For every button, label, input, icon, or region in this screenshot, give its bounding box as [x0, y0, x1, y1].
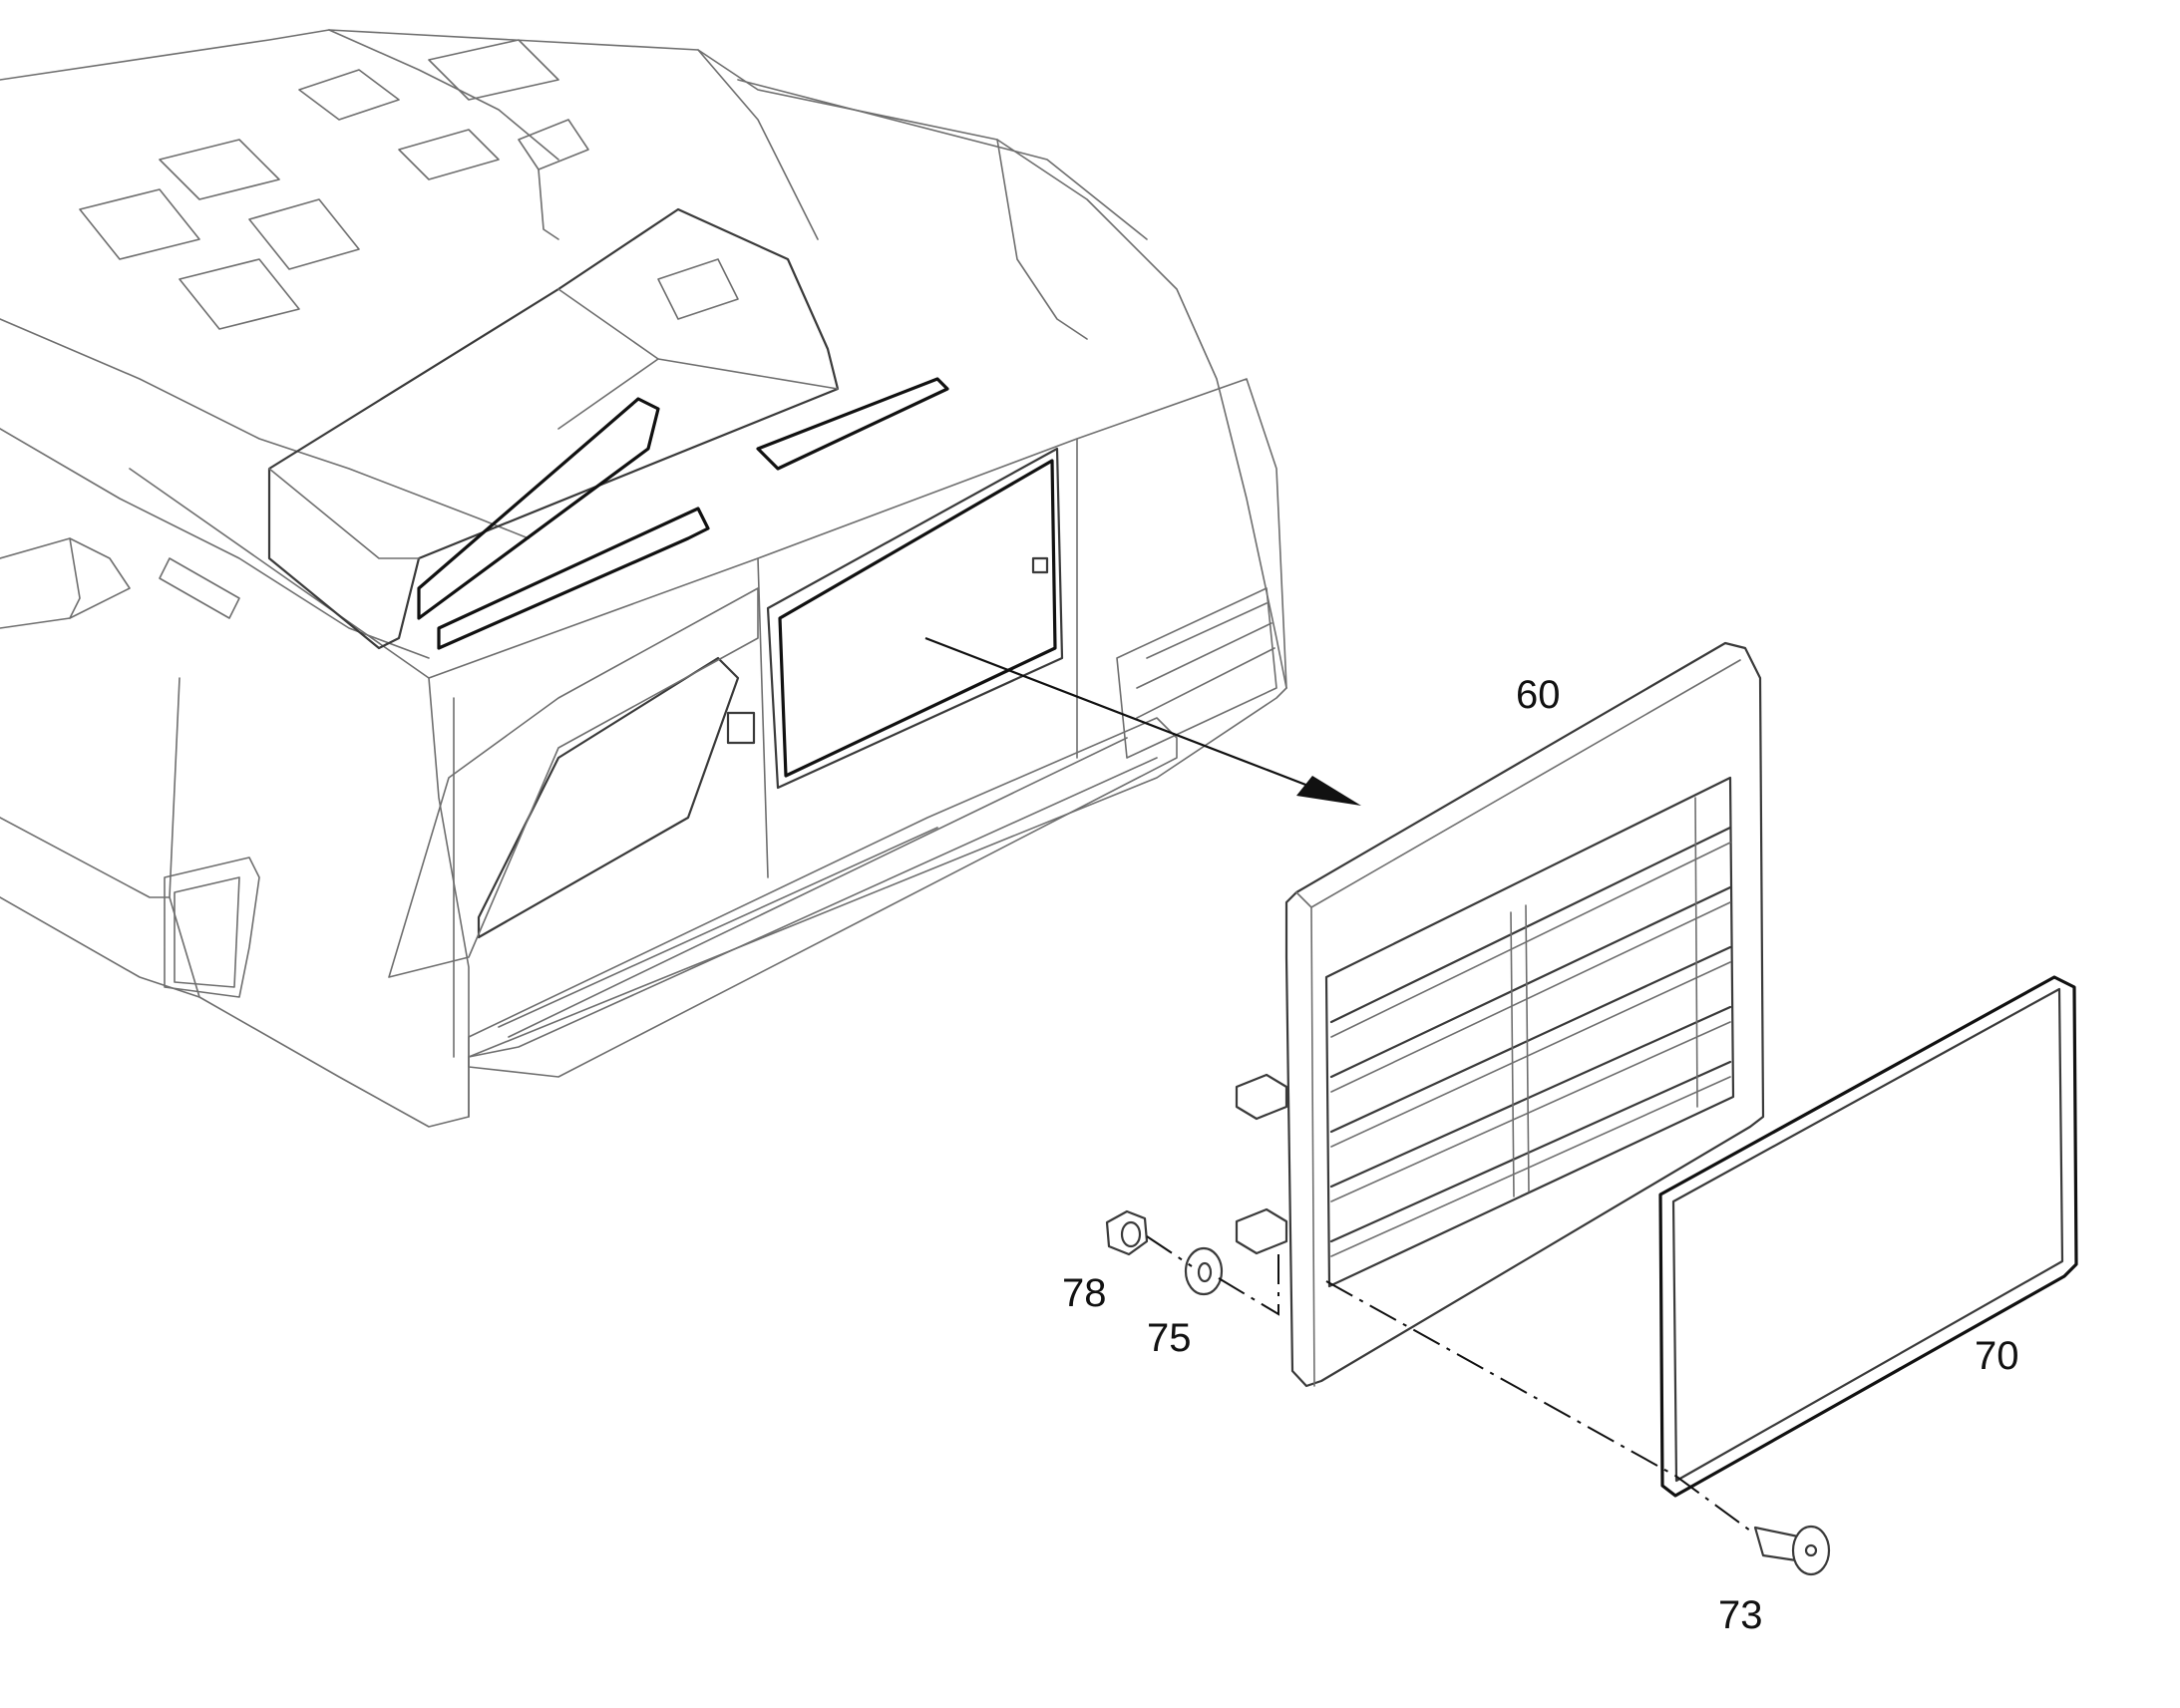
nut-part [1105, 1209, 1149, 1256]
grille-panel-part [1235, 641, 1765, 1388]
callout-75: 75 [1147, 1316, 1192, 1360]
side-door-opening [766, 447, 1064, 790]
washer-part [1184, 1246, 1224, 1296]
callout-73: 73 [1718, 1593, 1763, 1637]
callout-70: 70 [1975, 1334, 2019, 1378]
bolt-part [1753, 1525, 1831, 1576]
louver-slats [1329, 826, 1732, 1257]
assembly-arrow [924, 636, 1361, 806]
assembly-lines [1146, 1235, 1751, 1532]
vent-grilles [79, 39, 559, 330]
gasket-part [1658, 975, 2078, 1498]
machine-body [0, 29, 1287, 1128]
callout-60: 60 [1516, 673, 1561, 717]
callout-78: 78 [1062, 1271, 1107, 1315]
